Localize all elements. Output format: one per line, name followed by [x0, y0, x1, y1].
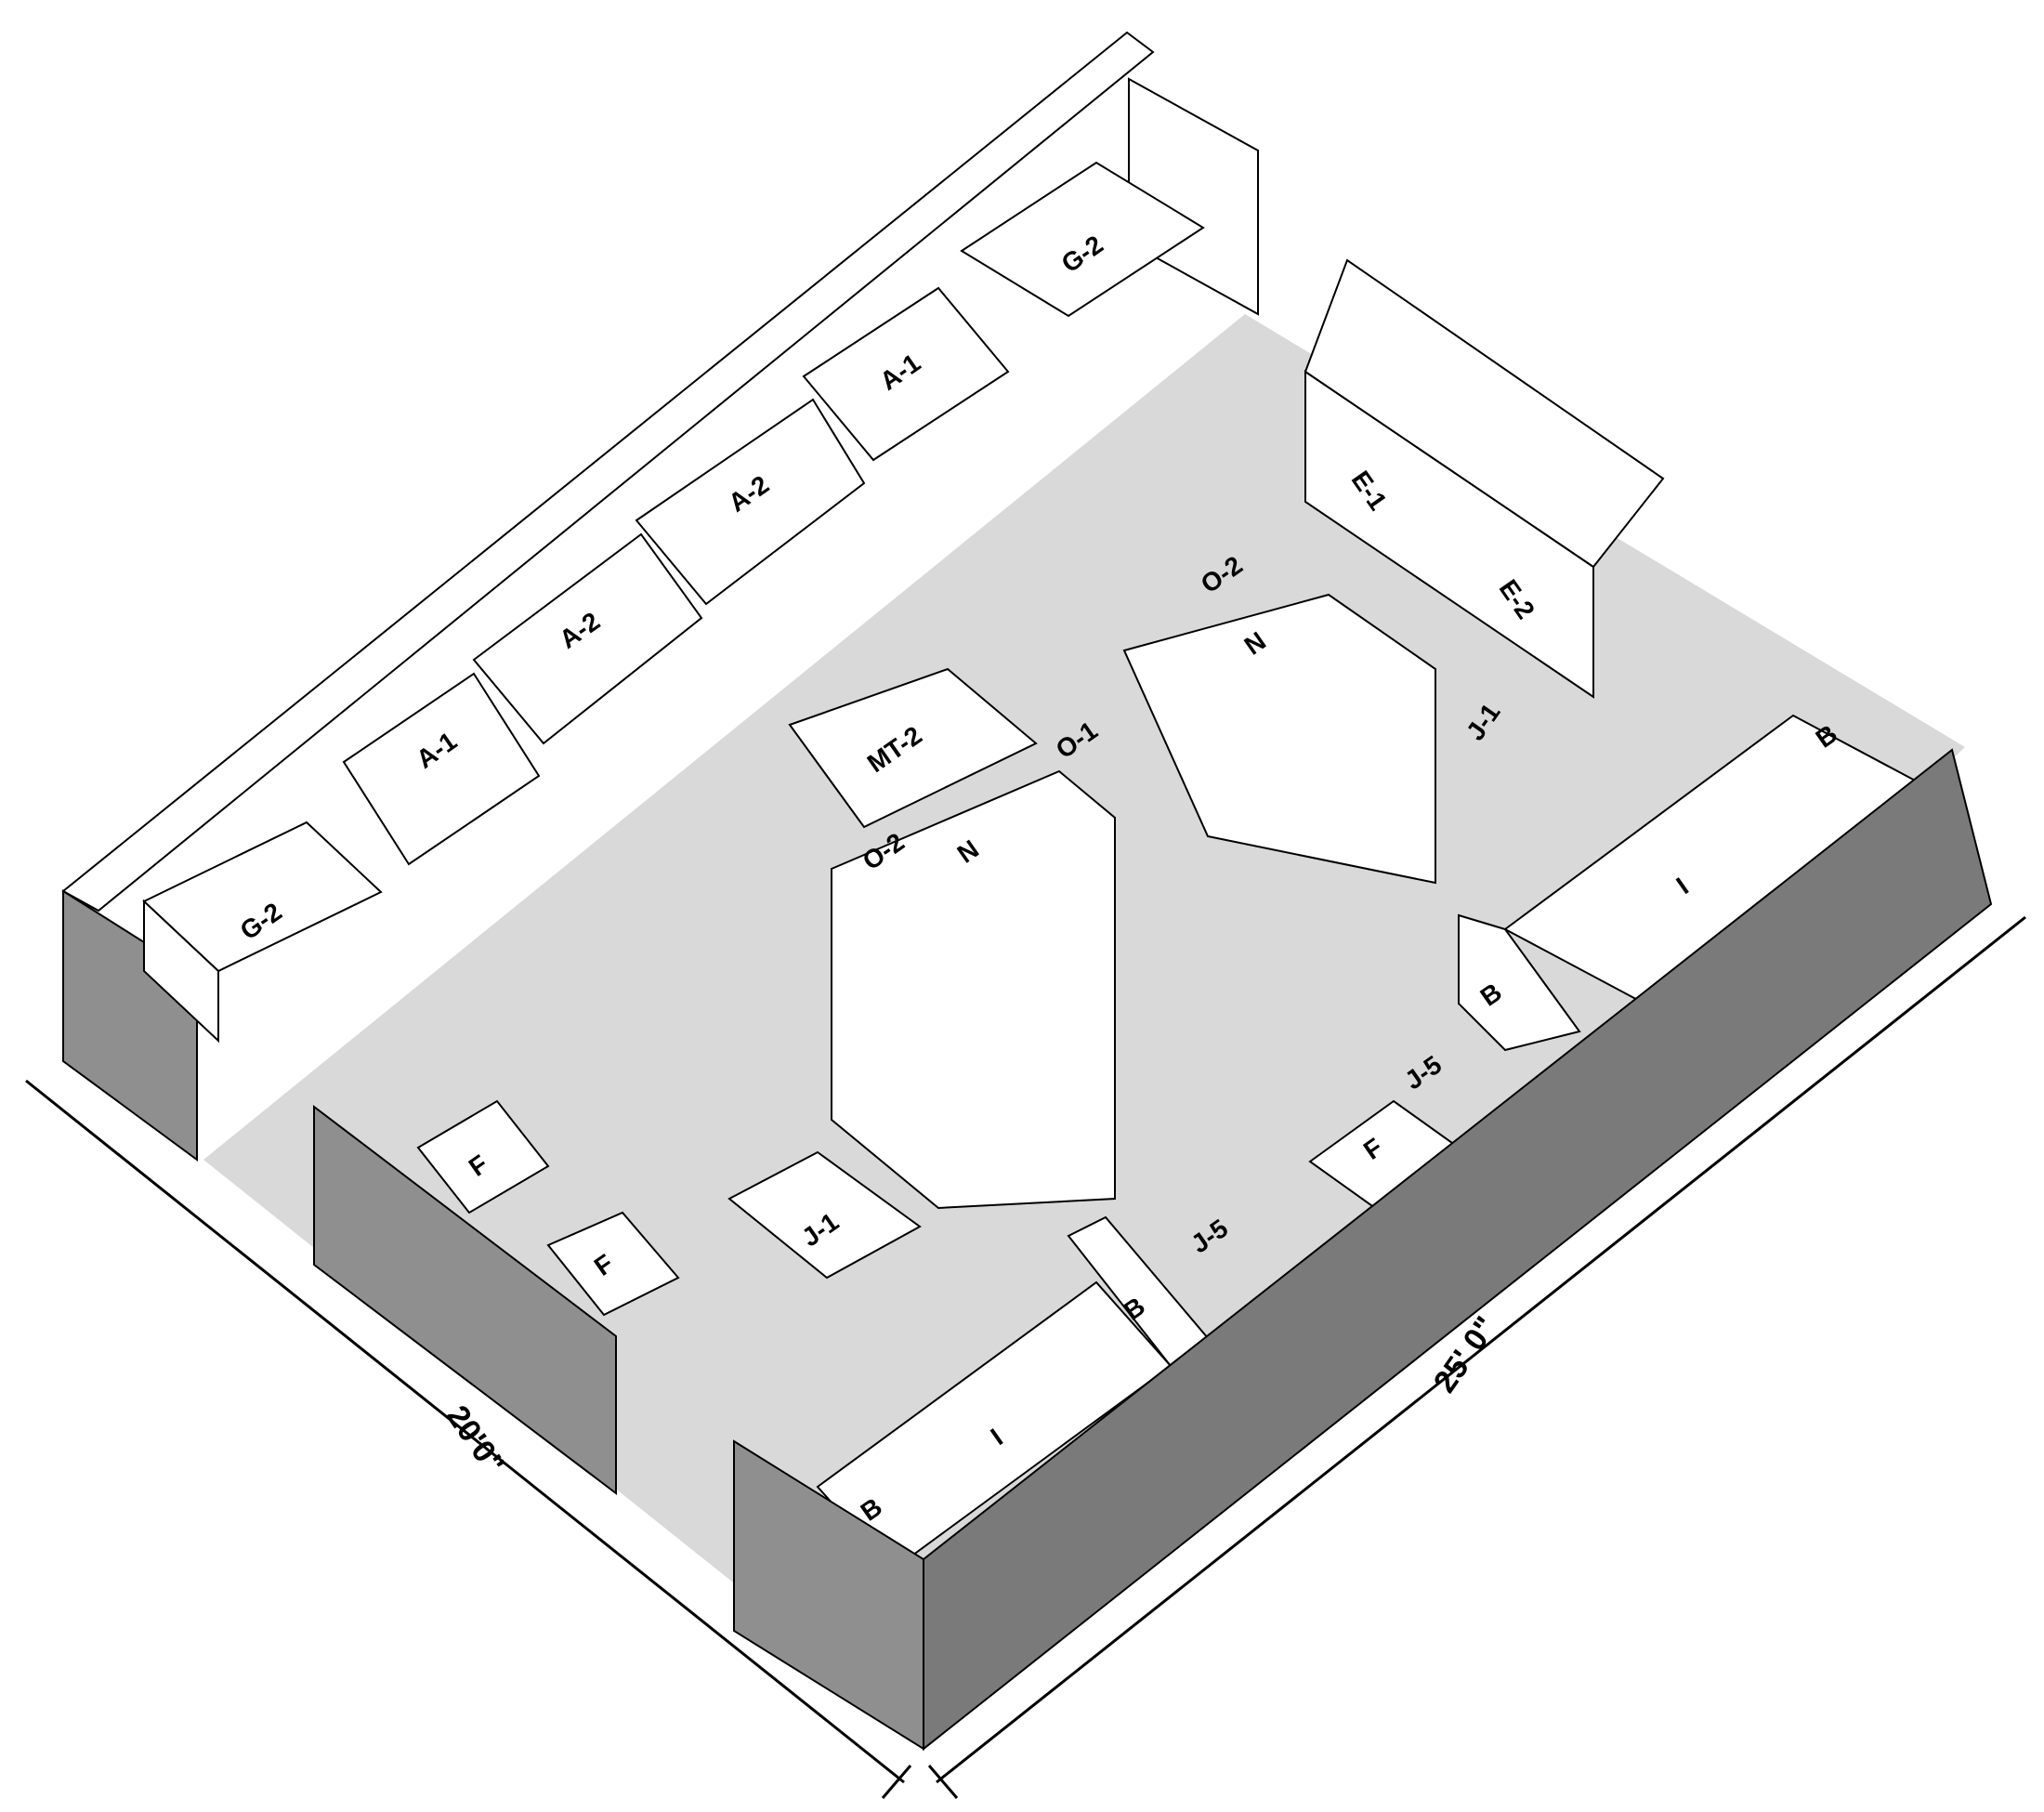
fixture-a1-back — [802, 286, 1010, 462]
fixture-f-left-2 — [546, 1211, 680, 1317]
dimension-line-length — [936, 915, 2026, 1784]
back-wall — [61, 31, 1155, 913]
dimension-tick — [927, 1765, 959, 1799]
pedestal-j1 — [727, 1150, 922, 1280]
dimension-width: 20'0" — [439, 1399, 512, 1481]
fixture-e-top — [1304, 258, 1665, 569]
front-left-wall — [313, 1104, 617, 1496]
fixture-f-left-1 — [416, 1099, 550, 1215]
dimension-line-width — [25, 1079, 905, 1784]
fixture-g2-back — [960, 161, 1205, 318]
fixture-a2-mid — [472, 532, 703, 745]
fixture-a1-front — [342, 672, 541, 866]
shelf-n-back — [1122, 593, 1436, 885]
fixture-b-right-end — [1458, 913, 1581, 1052]
fixture-a2-back — [635, 398, 866, 606]
dimension-tick — [881, 1765, 912, 1799]
shelf-n-front — [831, 769, 1116, 1210]
table-mt2 — [788, 667, 1038, 829]
front-right-wall — [923, 748, 1993, 1752]
fixture-g2-left-side — [143, 899, 219, 1044]
